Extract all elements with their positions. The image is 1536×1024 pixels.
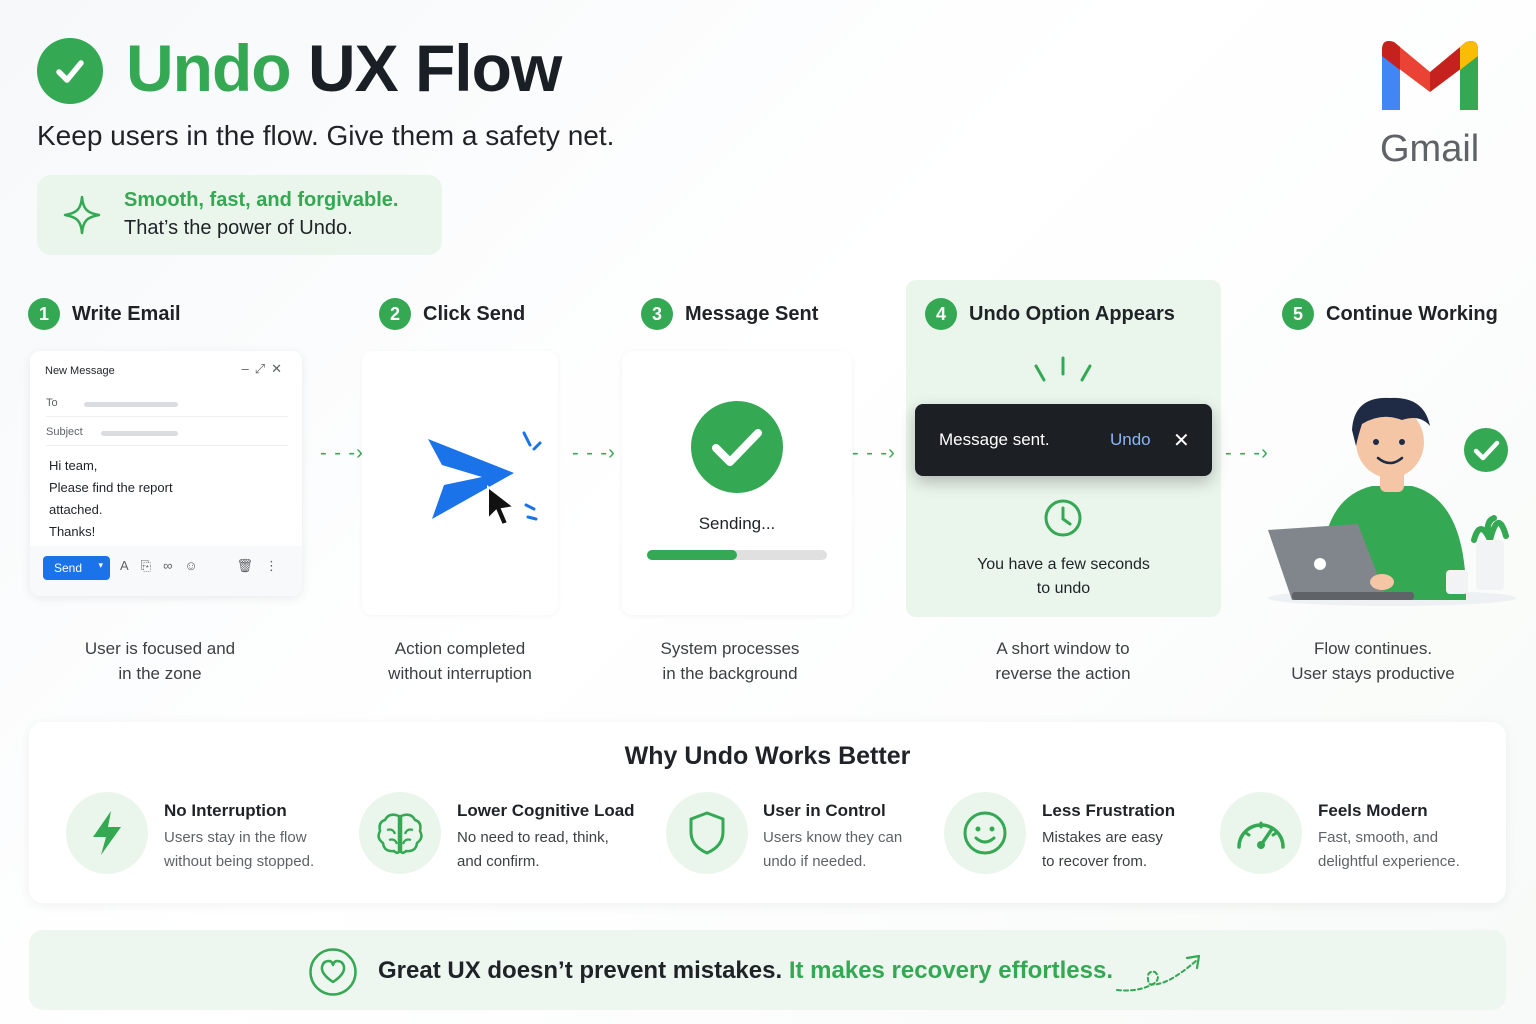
done-check-icon — [1464, 428, 1508, 472]
tagline-line2: That’s the power of Undo. — [124, 217, 353, 239]
tagline-box: Smooth, fast, and forgivable. That’s the… — [37, 175, 442, 255]
clock-icon — [1044, 499, 1082, 537]
shield-icon — [666, 792, 748, 874]
to-label: To — [46, 397, 58, 409]
compose-toolbar: Send ▾ A⎘∞☺ 🗑⋮ — [30, 546, 302, 596]
step-4-number: 4 — [925, 298, 957, 330]
emoji-icon[interactable]: ☺ — [184, 558, 210, 573]
trash-icon[interactable]: 🗑 — [236, 558, 265, 573]
bottom-banner — [29, 930, 1506, 1010]
close-icon[interactable]: ✕ — [271, 361, 288, 376]
sending-label: Sending... — [698, 514, 776, 533]
step-3-title: Message Sent — [685, 303, 819, 325]
person-working-illustration — [1268, 397, 1516, 606]
more-options-icon[interactable]: ⋮ — [265, 558, 290, 573]
heart-icon — [309, 948, 357, 996]
text-format-icon[interactable]: A — [120, 558, 141, 573]
why-title: Why Undo Works Better — [624, 742, 911, 770]
flow-arrow-2: - - -› — [572, 442, 616, 464]
banner-text: Great UX doesn’t prevent mistakes. It ma… — [378, 957, 1114, 984]
page-title: Undo UX Flow — [126, 31, 562, 105]
to-placeholder-bar — [84, 402, 178, 407]
subject-label: Subject — [46, 426, 83, 438]
tagline-line1: Smooth, fast, and forgivable. — [124, 189, 399, 211]
send-button[interactable]: Send ▾ — [43, 556, 110, 580]
sending-progress-bar — [647, 550, 827, 560]
speedometer-icon — [1220, 792, 1302, 874]
brain-icon — [359, 792, 441, 874]
sent-check-icon — [691, 401, 783, 493]
step-2-title: Click Send — [423, 303, 526, 325]
to-field[interactable]: To — [46, 389, 288, 417]
step-2-number: 2 — [379, 298, 411, 330]
expand-icon[interactable]: ⤢ — [254, 361, 272, 376]
step-4-title: Undo Option Appears — [969, 303, 1175, 325]
step-1-number: 1 — [28, 298, 60, 330]
step-3-number: 3 — [641, 298, 673, 330]
lightning-icon — [66, 792, 148, 874]
email-body[interactable]: Hi team, Please find the report attached… — [49, 458, 173, 539]
step-5-title: Continue Working — [1326, 303, 1498, 325]
sending-progress-fill — [647, 550, 737, 560]
feature-1-title: No Interruption — [164, 801, 287, 820]
feature-3-title: User in Control — [763, 801, 886, 820]
flow-arrow-4: - - -› — [1225, 442, 1269, 464]
feature-2-desc: No need to read, think,and confirm. — [457, 829, 609, 870]
feature-4-title: Less Frustration — [1042, 801, 1176, 820]
flow-arrow-3: - - -› — [852, 442, 896, 464]
gmail-wordmark: Gmail — [1380, 128, 1480, 170]
feature-5-title: Feels Modern — [1318, 801, 1428, 820]
page-subtitle: Keep users in the flow. Give them a safe… — [37, 120, 615, 151]
subject-field[interactable]: Subject — [46, 418, 288, 446]
message-sent-card: Sending... — [622, 351, 852, 615]
attach-icon[interactable]: ⎘ — [140, 558, 164, 573]
undo-button[interactable]: Undo — [1110, 430, 1151, 449]
click-send-card — [362, 351, 558, 615]
link-icon[interactable]: ∞ — [163, 558, 185, 573]
flow-arrow-1: - - -› — [320, 442, 364, 464]
more-tools: 🗑⋮ — [236, 558, 290, 574]
alert-rays-icon — [1034, 356, 1092, 382]
feature-2-title: Lower Cognitive Load — [457, 801, 635, 820]
compose-window: New Message –⤢✕ To Subject Hi team, Plea… — [30, 351, 302, 596]
step-1-title: Write Email — [72, 303, 181, 325]
curly-arrow-icon — [1116, 954, 1201, 992]
title-check-icon — [37, 38, 103, 104]
step-5-number: 5 — [1282, 298, 1314, 330]
toast-message: Message sent. — [939, 430, 1050, 449]
compose-header: New Message — [45, 365, 115, 377]
send-cursor-icon — [428, 431, 542, 527]
undo-toast: Message sent. Undo ✕ — [915, 404, 1212, 476]
toast-close-icon[interactable]: ✕ — [1173, 430, 1190, 452]
subject-placeholder-bar — [101, 431, 178, 436]
minimize-icon[interactable]: – — [241, 361, 255, 376]
step-5-caption: Flow continues.User stays productive — [1291, 639, 1455, 683]
sparkle-icon — [63, 195, 101, 235]
undo-window-text: You have a few seconds to undo — [977, 556, 1150, 597]
smile-icon — [944, 792, 1026, 874]
gmail-logo-icon — [1382, 41, 1478, 110]
chevron-down-icon[interactable]: ▾ — [98, 560, 103, 570]
window-controls: –⤢✕ — [241, 361, 288, 377]
format-tools: A⎘∞☺ — [120, 558, 210, 574]
